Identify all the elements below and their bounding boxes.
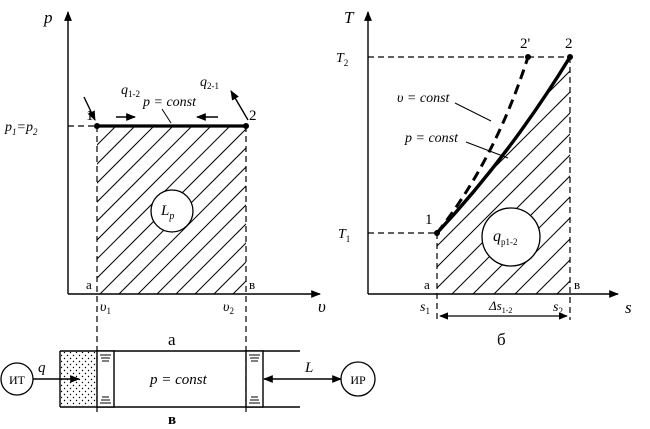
ts-s1-label: s1	[420, 300, 430, 316]
ts-heat-circle	[481, 207, 541, 267]
hatch-line	[309, 126, 477, 294]
pv-point-2-label: 2	[249, 108, 257, 124]
hatch-line	[556, 57, 570, 294]
hatch-line	[641, 57, 650, 294]
ts-point-2-label: 2	[565, 36, 573, 52]
hatch-line	[437, 57, 501, 294]
hatch-line	[271, 126, 439, 294]
hatch-line	[97, 126, 231, 260]
ts-point-1-label: 1	[425, 212, 433, 228]
hatch-line	[578, 57, 650, 294]
pv-q12-label: q1-2	[121, 83, 140, 99]
hatch-line	[252, 126, 420, 294]
hatch-line	[97, 126, 136, 165]
pv-p1-p2-label: p1=p2	[4, 120, 38, 137]
hatch-line	[232, 280, 246, 294]
cylinder-caption: в	[168, 412, 176, 428]
hatch-line	[328, 126, 496, 294]
ts-isobar-label: p = const	[404, 131, 459, 146]
ts-isobar-curve	[435, 56, 572, 235]
ts-s2-label: s2	[553, 300, 563, 316]
ts-caption: б	[497, 330, 506, 349]
pv-diagram: p υ p1=p2 1 2 q1-2 q2-1 p = const Lp а в…	[4, 8, 553, 416]
ts-point-1	[434, 230, 440, 236]
ts-a-mark: а	[424, 277, 430, 292]
hatch-line	[385, 126, 553, 294]
hatch-line	[97, 126, 193, 222]
pv-heat-out-arrow	[230, 90, 249, 121]
pv-isobar-label: p = const	[142, 95, 197, 110]
ts-isochore-label: υ = const	[397, 91, 451, 106]
ts-diagram: T s T2 T1 2' 2 1 υ = const p = const qp1…	[336, 8, 650, 349]
ts-isobar-leader	[465, 141, 509, 159]
hatch-line	[514, 57, 570, 294]
pv-v-axis-label: υ	[318, 297, 326, 316]
hatch-line	[175, 223, 246, 294]
pv-caption: а	[168, 330, 176, 349]
hatch-line	[290, 126, 458, 294]
heat-input-label: q	[38, 360, 46, 376]
pv-a-mark: а	[86, 277, 92, 292]
hatch-line	[437, 57, 570, 294]
work-receiver-label: ИР	[350, 373, 366, 387]
pv-v1-label: υ1	[100, 300, 111, 316]
hatch-line	[97, 126, 155, 184]
hatch-line	[437, 57, 570, 294]
pv-heat-in-arrow	[83, 96, 96, 121]
pv-work-label: Lp	[160, 203, 174, 222]
hatch-line	[156, 204, 246, 294]
hatch-line	[118, 166, 246, 294]
hatch-line	[97, 126, 212, 241]
pv-q21-label: q2-1	[200, 75, 219, 91]
ts-s-axis-label: s	[625, 298, 632, 317]
pv-point-1	[94, 123, 100, 129]
ts-t-axis-label: T	[344, 8, 355, 27]
pv-point-1-label: 1	[86, 108, 94, 124]
ts-point-2prime-label: 2'	[520, 36, 531, 52]
ts-heat-label: qp1-2	[493, 228, 518, 247]
hatch-line	[535, 57, 570, 294]
hatch-line	[620, 57, 650, 294]
pv-b-mark: в	[249, 277, 255, 292]
work-receiver-circle	[340, 361, 376, 397]
pv-v2-label: υ2	[223, 300, 234, 316]
hatch-line	[97, 126, 117, 146]
hatch-line	[213, 261, 246, 294]
hatch-line	[437, 57, 570, 294]
ts-isochore-curve	[435, 56, 530, 234]
ts-isochore-leader	[454, 102, 492, 122]
ts-point-2	[567, 54, 573, 60]
pv-point-2	[243, 123, 249, 129]
ts-point-2prime	[525, 54, 531, 60]
right-piston-marks	[249, 354, 260, 404]
left-piston-marks	[100, 354, 111, 404]
pv-work-circle	[150, 189, 194, 233]
cylinder-sketch: p = const ИТ q L ИР в	[0, 350, 376, 428]
work-output-label: L	[304, 360, 313, 376]
hatch-line	[194, 242, 246, 294]
cylinder-isobar-label: p = const	[149, 372, 208, 388]
hatch-line	[97, 126, 174, 203]
ts-delta-s-label: Δs1-2	[488, 298, 512, 315]
right-piston	[245, 350, 264, 408]
left-piston	[96, 350, 115, 408]
hatch-line	[137, 185, 246, 294]
ts-b-mark: в	[574, 277, 580, 292]
hatch-line	[97, 126, 98, 127]
ts-t2-label: T2	[336, 51, 348, 68]
hatch-line	[599, 57, 650, 294]
ts-t1-label: T1	[338, 227, 350, 244]
pv-p-axis-label: p	[43, 8, 53, 27]
pv-work-hatch	[97, 126, 553, 294]
pv-isobar-leader	[161, 108, 172, 124]
heat-source-label: ИТ	[9, 373, 26, 387]
